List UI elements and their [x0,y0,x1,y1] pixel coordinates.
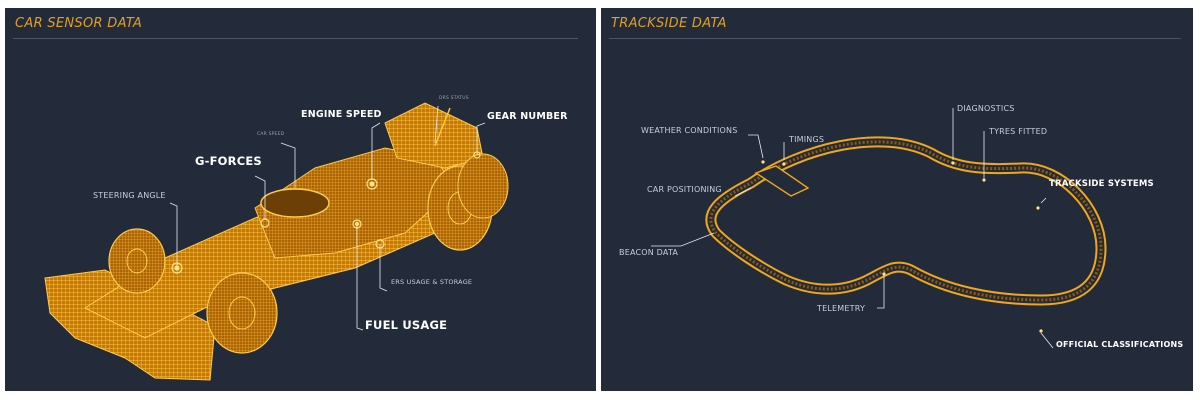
car-sensor-title: CAR SENSOR DATA [15,16,143,31]
label-steering-angle: STEERING ANGLE [93,191,166,200]
label-fuel-usage: FUEL USAGE [365,318,448,332]
trackside-markers [761,160,1043,333]
pit-building [754,165,810,197]
trackside-title: TRACKSIDE DATA [611,16,727,31]
label-tyres-fitted: TYRES FITTED [989,127,1048,136]
car-sensor-panel: CAR SENSOR DATA [5,8,596,391]
label-timings: TIMINGS [789,135,825,144]
track-outline [705,136,1107,306]
label-car-positioning: CAR POSITIONING [647,185,722,194]
label-drs-status: DRS STATUS [439,96,469,101]
f1-car-illustration [44,102,509,381]
label-engine-speed: ENGINE SPEED [301,109,382,120]
rear-wing [384,102,484,169]
label-car-speed: CAR SPEED [257,132,285,137]
label-telemetry: TELEMETRY [817,304,866,313]
sensor-leader-lines [169,105,486,331]
label-diagnostics: DIAGNOSTICS [957,104,1015,113]
trackside-panel: TRACKSIDE DATA WEATHER CONDITIONS TIMING… [601,8,1193,391]
label-official-classifications: OFFICIAL CLASSIFICATIONS [1056,340,1184,349]
race-track-illustration [651,108,1107,349]
label-weather-conditions: WEATHER CONDITIONS [641,126,738,135]
sensor-markers [171,151,481,274]
label-ers-usage: ERS USAGE & STORAGE [391,278,473,286]
track-surface [709,140,1103,302]
cockpit-halo [260,188,330,218]
front-right-wheel [206,272,278,354]
label-trackside-systems: TRACKSIDE SYSTEMS [1049,179,1154,189]
rear-right-wheel [457,153,509,219]
label-gear-number: GEAR NUMBER [487,111,568,122]
drs-flap [434,107,451,147]
title-divider [609,38,1181,39]
label-g-forces: G-FORCES [195,154,262,168]
trackside-leader-lines [651,108,1054,349]
title-divider [13,38,578,39]
label-beacon-data: BEACON DATA [619,248,679,257]
front-left-wheel [108,228,166,294]
